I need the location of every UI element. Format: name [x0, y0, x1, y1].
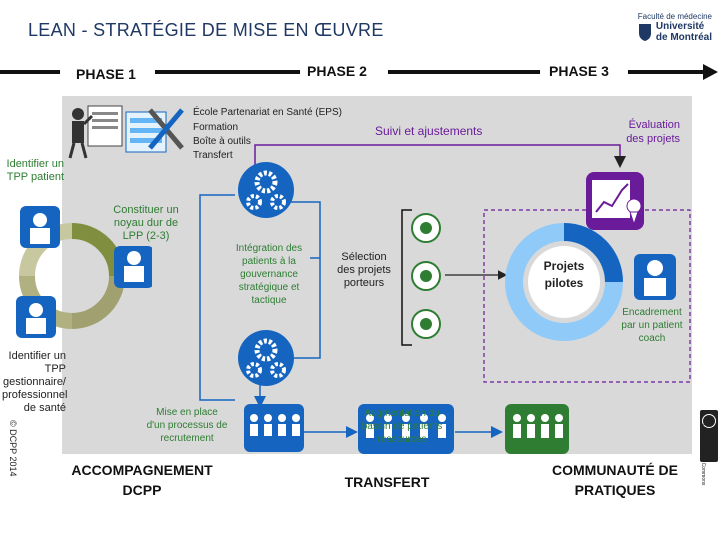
selected-projects-icons — [411, 213, 441, 339]
eps-line-2: Boîte à outils — [193, 136, 251, 147]
phase-1-label: PHASE 1 — [76, 66, 136, 82]
page-title: LEAN - STRATÉGIE DE MISE EN ŒUVRE — [28, 20, 384, 40]
logo-line1: Faculté de médecine — [637, 12, 712, 21]
accompagnement-label: ACCOMPAGNEMENT DCPP — [71, 462, 213, 498]
encadrement-label: Encadrement par un patient coach — [621, 307, 683, 344]
logo-line2: Université — [655, 21, 705, 32]
phase-timeline — [0, 64, 718, 80]
identifier-gestionnaire-label: Identifier un TPP gestionnaire/ professi… — [2, 350, 68, 414]
mise-en-place-label: Mise en place d'un processus de recrutem… — [146, 407, 228, 444]
phase-2-label: PHASE 2 — [307, 63, 367, 79]
license-badge — [700, 410, 718, 462]
cycle-icon — [16, 206, 152, 338]
cc-icon — [702, 414, 716, 428]
evaluation-label: Évaluation des projets — [626, 119, 680, 145]
constituer-label: Constituer un noyau dur de LPP (2-3) — [113, 204, 179, 242]
patient-pool-icon — [358, 404, 454, 454]
copyright-label: © DCPP 2014 — [8, 420, 18, 477]
identifier-patient-label: Identifier un TPP patient — [6, 158, 64, 183]
gears-icon — [238, 162, 294, 218]
integration-label: Intégration des patients à la gouvernanc… — [235, 243, 303, 306]
eps-title: École Partenariat en Santé (EPS) — [193, 107, 342, 118]
group-icon — [244, 404, 304, 452]
logo-line3: de Montréal — [655, 32, 712, 43]
patient-coach-icon — [634, 254, 676, 300]
presentation-icon — [68, 105, 123, 159]
augmentation-label: Augmentation du bassin de patients resso… — [361, 408, 443, 445]
medal-icon — [626, 198, 642, 214]
transfert-label: TRANSFERT — [344, 474, 430, 490]
community-icon — [505, 404, 569, 454]
tools-icon — [125, 108, 184, 153]
chart-icon — [586, 172, 644, 230]
arrow-icon — [703, 64, 718, 80]
gears-icon-2 — [238, 330, 294, 386]
projets-pilotes-cycle — [505, 223, 623, 341]
eps-line-1: Formation — [193, 122, 239, 133]
phase-3-label: PHASE 3 — [549, 63, 609, 79]
logo: Faculté de médecine Université de Montré… — [612, 12, 712, 48]
suivi-label: Suivi et ajustements — [375, 124, 483, 138]
selection-label: Sélection des projets porteurs — [337, 251, 391, 289]
eps-line-3: Transfert — [193, 150, 233, 161]
shield-icon — [638, 24, 651, 41]
projets-pilotes-label: Projets pilotes — [543, 259, 585, 290]
communaute-label: COMMUNAUTÉ DE PRATIQUES — [552, 462, 678, 498]
license-label: Licence Creative Commons — [700, 424, 706, 486]
